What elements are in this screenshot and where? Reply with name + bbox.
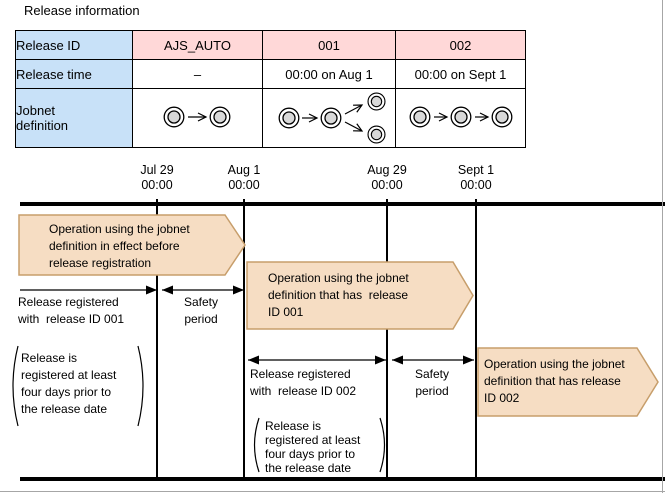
cell-release-id-001: 001 — [262, 30, 396, 60]
note-release-002: Release registered with release ID 002 — [250, 367, 357, 398]
paren-note-1: Release is registered at least four days… — [6, 341, 166, 431]
span-arrow-safety-1 — [162, 285, 244, 295]
paren-left-icon — [12, 345, 19, 427]
gridline-aug1 — [243, 199, 245, 477]
release-info-table: Release ID AJS_AUTO 001 002 Release time… — [15, 30, 526, 148]
callout-operation-release-002: Operation using the jobnet definition th… — [477, 347, 661, 417]
tick-time: 00:00 — [141, 178, 173, 192]
gridline-jul29 — [156, 199, 158, 477]
jobnet-flow-2-units-icon — [163, 106, 230, 128]
callout-text: Operation using the jobnet definition th… — [484, 357, 625, 405]
tick-time: 00:00 — [460, 178, 492, 192]
cell-jobnet-def-001 — [262, 88, 396, 148]
paren-right-icon — [137, 345, 144, 427]
tick-date: Sept 1 — [457, 163, 495, 177]
timeline-axis-bottom — [20, 477, 665, 481]
cell-release-time-001: 00:00 on Aug 1 — [262, 59, 396, 89]
diagram-title: Release information — [24, 3, 140, 18]
paren-note-2: Release is registered at least four days… — [246, 412, 396, 478]
tick-date: Aug 29 — [367, 163, 407, 177]
tick-time: 00:00 — [228, 178, 260, 192]
callout-operation-before-release: Operation using the jobnet definition in… — [18, 214, 247, 276]
cell-jobnet-def-ajs-auto — [132, 88, 263, 148]
cell-release-id-002: 002 — [395, 30, 526, 60]
cell-jobnet-def-002 — [395, 88, 526, 148]
span-arrow-release-001 — [20, 285, 157, 295]
span-arrow-release-002 — [248, 355, 386, 365]
cell-release-time-002: 00:00 on Sept 1 — [395, 59, 526, 89]
timeline-tick-jul29: Jul 29 00:00 — [125, 163, 189, 193]
callout-arrow-shape — [477, 347, 659, 417]
cell-release-id-ajs-auto: AJS_AUTO — [132, 30, 263, 60]
timeline-tick-aug1: Aug 1 00:00 — [212, 163, 276, 193]
tick-time: 00:00 — [371, 178, 403, 192]
note-safety-2: Safety period — [414, 367, 450, 398]
jobnet-flow-branch-4-units-icon — [278, 92, 386, 144]
gridline-sept1 — [475, 199, 477, 477]
paren-left-icon — [253, 417, 260, 473]
jobnet-flow-3-units-icon — [409, 106, 512, 128]
callout-text: Operation using the jobnet definition in… — [49, 222, 190, 270]
callout-operation-release-001: Operation using the jobnet definition th… — [246, 261, 475, 330]
cell-release-time-ajs-auto: – — [132, 59, 263, 89]
paren-note-text: Release is registered at least four days… — [265, 419, 361, 475]
callout-arrow-shape — [246, 261, 474, 330]
paren-note-text: Release is registered at least four days… — [21, 351, 117, 416]
page-edge-bottom — [0, 491, 665, 492]
callout-text: Operation using the jobnet definition th… — [268, 271, 409, 319]
paren-right-icon — [379, 417, 386, 473]
tick-date: Aug 1 — [227, 163, 261, 177]
row-header-jobnet-definition: Jobnet definition — [15, 88, 133, 148]
timeline-tick-sept1: Sept 1 00:00 — [444, 163, 508, 193]
span-arrow-safety-2 — [392, 355, 474, 365]
row-header-release-id: Release ID — [15, 30, 133, 60]
gridline-aug29 — [386, 199, 388, 477]
page-edge-right — [662, 0, 663, 493]
tick-date: Jul 29 — [140, 163, 174, 177]
timeline-axis-top — [20, 202, 665, 206]
callout-arrow-shape — [18, 214, 246, 276]
note-safety-1: Safety period — [183, 295, 219, 326]
timeline-tick-aug29: Aug 29 00:00 — [355, 163, 419, 193]
row-header-release-time: Release time — [15, 59, 133, 89]
note-release-001: Release registered with release ID 001 — [18, 295, 125, 326]
